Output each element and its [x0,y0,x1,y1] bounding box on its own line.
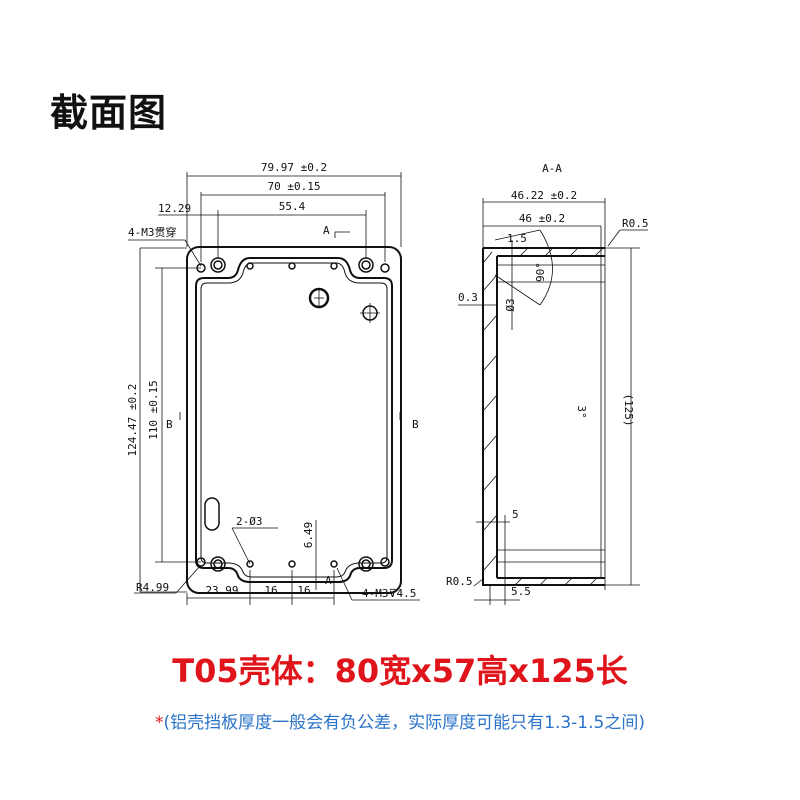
note-text: (铝壳挡板厚度一般会有负公差，实际厚度可能只有1.3-1.5之间) [163,713,645,733]
front-view: 79.97 ±0.2 70 ±0.15 55.4 12.29 4-M3贯穿 A … [126,161,420,605]
product-headline: T05壳体：80宽x57高x125长 [172,652,628,690]
dim-hole-span: 70 ±0.15 [268,180,321,193]
dim-inner: 46 ±0.2 [519,212,565,225]
blind-holes-label: 4-M3⊽4.5 [362,587,416,600]
dim-16b: 16 [297,584,310,597]
dim-5: 5 [512,508,519,521]
dim-1-5: 1.5 [507,232,527,245]
dim-overall-length: 124.47 ±0.2 [126,384,139,457]
radius-bottom: R0.5 [446,575,473,588]
section-marker-a-top: A [323,224,330,237]
corner-radius: R4.99 [136,581,169,594]
section-view: A-A [446,162,649,605]
note-asterisk: * [155,713,164,733]
thru-holes-label: 4-M3贯穿 [128,225,177,239]
dim-length: (125) [622,393,635,426]
pin-holes-label: 2-Ø3 [236,515,263,528]
dim-edge-offset: 12.29 [158,202,191,215]
dim-5-5: 5.5 [511,585,531,598]
section-b-right: B [412,418,419,431]
thickness-note: *(铝壳挡板厚度一般会有负公差，实际厚度可能只有1.3-1.5之间) [0,708,800,733]
logo-badge [204,497,220,531]
dim-outer: 46.22 ±0.2 [511,189,577,202]
dim-23-99: 23.99 [205,584,238,597]
radius-top: R0.5 [622,217,649,230]
dim-6-49: 6.49 [302,522,315,549]
dim-16a: 16 [264,584,277,597]
dim-phi3: Ø3 [504,298,517,311]
page-title: 截面图 [50,91,168,135]
dim-hole-length: 110 ±0.15 [147,380,160,440]
section-label: A-A [542,162,562,175]
dim-overall-width: 79.97 ±0.2 [261,161,327,174]
section-marker-a-bottom: A [325,574,332,587]
draft-angle: 3° [575,405,588,418]
section-b-left: B [166,418,173,431]
angle-label: 90° [534,262,547,282]
dim-0-3: 0.3 [458,291,478,304]
dim-inner-span: 55.4 [279,200,306,213]
